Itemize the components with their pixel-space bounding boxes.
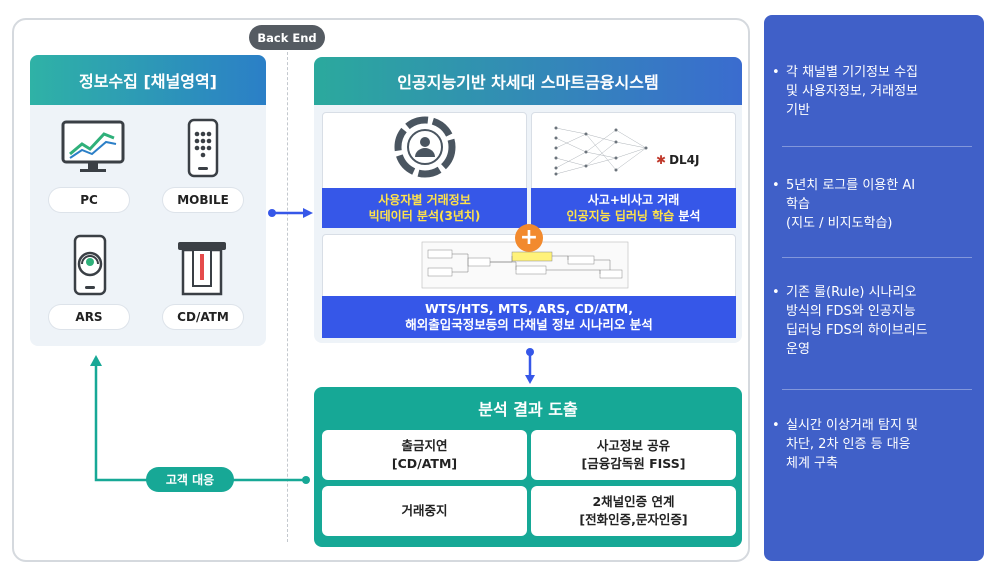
side-note-2-line2: 학습	[786, 197, 810, 212]
phone-headset-icon	[68, 234, 112, 296]
result-cell-2-line2: [금융감독원 FISS]	[581, 456, 686, 471]
channel-chip-mobile: MOBILE	[163, 188, 243, 212]
dl4j-logo-mark: ✱	[656, 153, 667, 167]
side-note-4-line1: 실시간 이상거래 탐지 및	[786, 418, 918, 433]
side-note-3-line3: 딥러닝 FDS의 하이브리드	[786, 323, 928, 338]
side-note-1-line2: 및 사용자정보, 거래정보	[786, 84, 918, 99]
user-data-line1: 사용자별 거래정보	[378, 193, 471, 207]
result-cell-2-line1: 사고정보 공유	[596, 438, 671, 453]
result-title: 분석 결과 도출	[478, 400, 578, 419]
dl4j-logo: ✱ DL4J	[656, 150, 726, 170]
mobile-keypad-icon	[183, 118, 223, 178]
user-data-caption: 사용자별 거래정보 빅데이터 분석(3년치)	[322, 188, 527, 228]
side-note-1-line1: 각 채널별 기기정보 수집	[786, 65, 918, 80]
side-note-4-line2: 차단, 2차 인증 등 대응	[786, 437, 911, 452]
side-note-1: • 각 채널별 기기정보 수집 및 사용자정보, 거래정보 기반	[772, 63, 977, 120]
side-note-2-line3: (지도 / 비지도학습)	[786, 216, 893, 231]
result-cell-3-line1: 거래중지	[401, 503, 448, 518]
deep-learning-caption: 사고+비사고 거래 인공지능 딥러닝 학습 분석	[531, 188, 736, 228]
atm-card-icon	[175, 238, 229, 296]
result-cell-4-line1: 2채널인증 연계	[592, 494, 675, 509]
bullet-dot-icon: •	[772, 178, 780, 193]
user-data-line2: 빅데이터 분석(3년치)	[368, 209, 481, 223]
side-separator	[782, 389, 972, 390]
deep-learning-line2: 인공지능 딥러닝 학습 분석	[567, 208, 701, 224]
user-analytics-icon	[394, 116, 456, 178]
deep-learning-rest: 분석	[674, 209, 701, 223]
side-note-2-line1: 5년치 로그를 이용한 AI	[786, 178, 916, 193]
bullet-dot-icon: •	[772, 65, 780, 80]
backend-label: Back End	[249, 25, 325, 50]
result-cell-1-line2: [CD/ATM]	[391, 456, 458, 471]
scenario-line1: WTS/HTS, MTS, ARS, CD/ATM,	[425, 301, 633, 316]
result-two-channel-auth: 2채널인증 연계 [전화인증,문자인증]	[531, 486, 736, 536]
deep-learning-highlight: 인공지능 딥러닝 학습	[566, 209, 675, 223]
scenario-caption: WTS/HTS, MTS, ARS, CD/ATM, 해외출입국정보등의 다채널…	[322, 296, 736, 338]
side-note-2: • 5년치 로그를 이용한 AI 학습 (지도 / 비지도학습)	[772, 176, 977, 233]
side-note-3-line2: 방식의 FDS와 인공지능	[786, 304, 916, 319]
side-separator	[782, 257, 972, 258]
ai-system-title: 인공지능기반 차세대 스마트금융시스템	[314, 57, 742, 105]
side-note-3-line4: 운영	[786, 342, 810, 357]
scenario-line2: 해외출입국정보등의 다채널 정보 시나리오 분석	[405, 317, 653, 332]
plus-icon: +	[515, 224, 543, 252]
bullet-dot-icon: •	[772, 418, 780, 433]
backend-divider	[287, 42, 288, 542]
arrow-to-ai	[268, 208, 313, 218]
result-withdraw-delay: 출금지연 [CD/ATM]	[322, 430, 527, 480]
side-notes-panel	[764, 15, 984, 561]
dl4j-logo-text: DL4J	[669, 153, 700, 167]
monitor-chart-icon	[60, 120, 126, 176]
channel-chip-cdatm: CD/ATM	[163, 305, 243, 329]
side-note-3-line1: 기존 룰(Rule) 시나리오	[786, 285, 917, 300]
result-cell-4-line2: [전화인증,문자인증]	[579, 512, 688, 527]
result-incident-share: 사고정보 공유 [금융감독원 FISS]	[531, 430, 736, 480]
side-note-3: • 기존 룰(Rule) 시나리오 방식의 FDS와 인공지능 딥러닝 FDS의…	[772, 283, 977, 359]
result-cell-1-line1: 출금지연	[401, 438, 448, 453]
deep-learning-line1: 사고+비사고 거래	[587, 193, 680, 207]
side-note-4: • 실시간 이상거래 탐지 및 차단, 2차 인증 등 대응 체계 구축	[772, 416, 977, 473]
side-note-4-line3: 체계 구축	[786, 456, 838, 471]
channel-chip-ars: ARS	[49, 305, 129, 329]
channel-chip-pc: PC	[49, 188, 129, 212]
side-note-1-line3: 기반	[786, 103, 810, 118]
channel-title: 정보수집 [채널영역]	[30, 55, 266, 105]
arrow-to-result	[525, 348, 535, 384]
customer-loop-arrow	[90, 355, 310, 484]
side-separator	[782, 146, 972, 147]
bullet-dot-icon: •	[772, 285, 780, 300]
result-transaction-stop: 거래중지	[322, 486, 527, 536]
customer-response-label: 고객 대응	[146, 467, 234, 492]
neural-network-icon	[554, 126, 648, 176]
